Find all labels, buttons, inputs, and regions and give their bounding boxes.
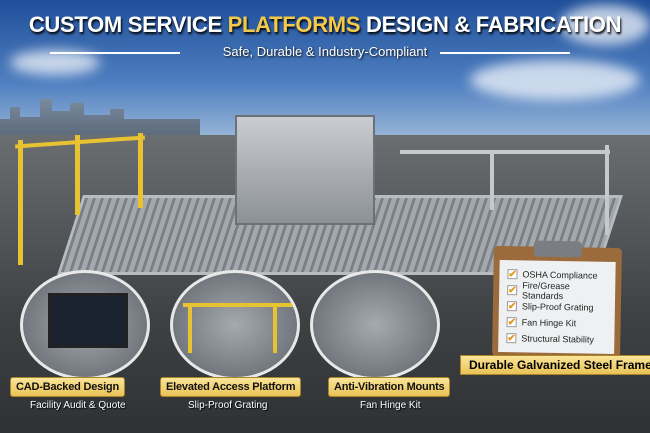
feature-badge: CAD-Backed Design <box>10 377 125 397</box>
guard-rail <box>400 150 610 154</box>
check-icon: ✔ <box>506 301 518 313</box>
feature-badge: Anti-Vibration Mounts <box>328 377 451 397</box>
stair-post <box>18 140 23 265</box>
feature-caption: Fan Hinge Kit <box>360 400 421 411</box>
access-platform-image <box>170 270 300 380</box>
guard-rail-post <box>605 145 609 235</box>
page-title: CUSTOM SERVICE PLATFORMS DESIGN & FABRIC… <box>28 12 622 37</box>
cad-design-image <box>20 270 150 380</box>
divider <box>50 52 180 54</box>
feature-caption: Slip-Proof Grating <box>188 400 268 411</box>
checklist-item: ✔Structural Stability <box>506 333 594 345</box>
feature-caption: Facility Audit & Quote <box>30 400 126 411</box>
check-icon: ✔ <box>506 317 517 329</box>
subtitle: Safe, Durable & Industry-Compliant <box>222 44 428 59</box>
divider <box>440 52 570 54</box>
feature-badge: Elevated Access Platform <box>160 377 302 397</box>
frame-badge: Durable Galvanized Steel Frame <box>460 355 650 375</box>
exhaust-fan-unit <box>235 115 375 225</box>
check-icon: ✔ <box>507 285 518 297</box>
checklist-clipboard: ✔OSHA Compliance ✔Fire/Grease Standards … <box>492 240 622 359</box>
check-icon: ✔ <box>507 269 518 281</box>
stair-post <box>75 135 80 215</box>
clipboard-clasp <box>533 240 583 258</box>
check-icon: ✔ <box>506 333 517 345</box>
checklist-item: ✔Fan Hinge Kit <box>506 317 577 329</box>
anti-vibration-image <box>310 270 440 380</box>
checklist-item: ✔Fire/Grease Standards <box>507 280 570 302</box>
stair-post <box>138 133 143 208</box>
guard-rail-post <box>490 150 494 210</box>
